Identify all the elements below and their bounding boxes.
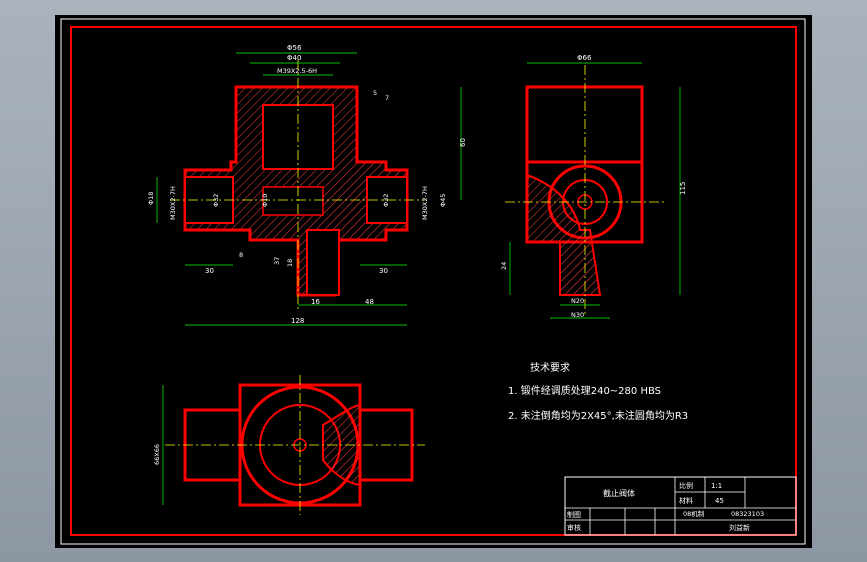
- dim-d32-left: Φ32: [212, 194, 220, 207]
- dim-d10: Φ10: [261, 194, 269, 207]
- dim-len18: 18: [286, 259, 294, 267]
- dim-side-len115: 115: [679, 182, 687, 195]
- checked-label: 审核: [567, 523, 581, 532]
- dim-thread-right: M30X2-7H: [421, 186, 429, 220]
- author: 刘益新: [729, 523, 750, 532]
- title-block: 截止阀体 比例 1:1 材料 45 制图 审核 08机制 08323103 刘益…: [564, 476, 797, 536]
- dim-side-d66: Φ66: [577, 54, 592, 62]
- dim-len60: 60: [459, 138, 467, 147]
- dim-len48: 48: [365, 298, 374, 306]
- drawn-label: 制图: [567, 510, 581, 519]
- dim-top-66x66: 66X66: [153, 444, 161, 465]
- dim-d18: Φ18: [147, 192, 155, 205]
- front-view: Φ56 Φ40 M39X2.5-6H 5 7 60 Φ18 M30X2-7H M…: [147, 44, 467, 326]
- inner-border: [70, 26, 797, 536]
- dim-d32-right: Φ32: [382, 194, 390, 207]
- center-chamber: [262, 186, 324, 216]
- dim-thread-left: M30X2-7H: [169, 186, 177, 220]
- outer-border: [60, 18, 806, 545]
- side-upper-body: [525, 85, 644, 164]
- technical-requirements: 技术要求 1. 锻件经调质处理240~280 HBS 2. 未注倒角均为2X45…: [508, 361, 688, 422]
- cad-viewport[interactable]: Φ56 Φ40 M39X2.5-6H 5 7 60 Φ18 M30X2-7H M…: [55, 15, 812, 548]
- dim-len8: 8: [239, 251, 243, 259]
- tech-title: 技术要求: [530, 361, 570, 374]
- side-view: Φ66 115 24 N20 N30: [500, 54, 687, 319]
- tech-item-2: 2. 未注倒角均为2X45°,未注圆角均为R3: [508, 409, 688, 422]
- top-left-tube: [183, 408, 242, 482]
- side-hatched-section: [526, 173, 602, 296]
- dim-len30-left: 30: [205, 267, 214, 275]
- material-label: 材料: [679, 496, 693, 505]
- dim-side-n30: N30: [571, 311, 584, 319]
- dim-len7: 7: [385, 94, 389, 102]
- top-view: 66X66: [153, 375, 425, 515]
- engineering-drawing: Φ56 Φ40 M39X2.5-6H 5 7 60 Φ18 M30X2-7H M…: [60, 18, 806, 545]
- dim-d40: Φ40: [287, 54, 301, 62]
- dim-len16: 16: [311, 298, 320, 306]
- material-value: 45: [715, 497, 724, 505]
- dim-len5: 5: [373, 89, 377, 97]
- part-name: 截止阀体: [603, 488, 635, 498]
- dim-len128: 128: [291, 317, 304, 325]
- dim-len30-right: 30: [379, 267, 388, 275]
- dim-thread-top: M39X2.5-6H: [277, 67, 317, 75]
- dim-d56: Φ56: [287, 44, 302, 52]
- dim-d45: Φ45: [439, 194, 447, 207]
- scale-label: 比例: [679, 481, 693, 490]
- dim-side-len24: 24: [500, 262, 508, 270]
- dim-len37: 37: [273, 257, 281, 265]
- dim-side-n20: N20: [571, 297, 584, 305]
- tech-item-1: 1. 锻件经调质处理240~280 HBS: [508, 384, 661, 397]
- scale-value: 1:1: [711, 482, 722, 490]
- student-id: 08323103: [731, 510, 764, 518]
- class-code: 08机制: [683, 509, 705, 518]
- bottom-port: [306, 229, 340, 296]
